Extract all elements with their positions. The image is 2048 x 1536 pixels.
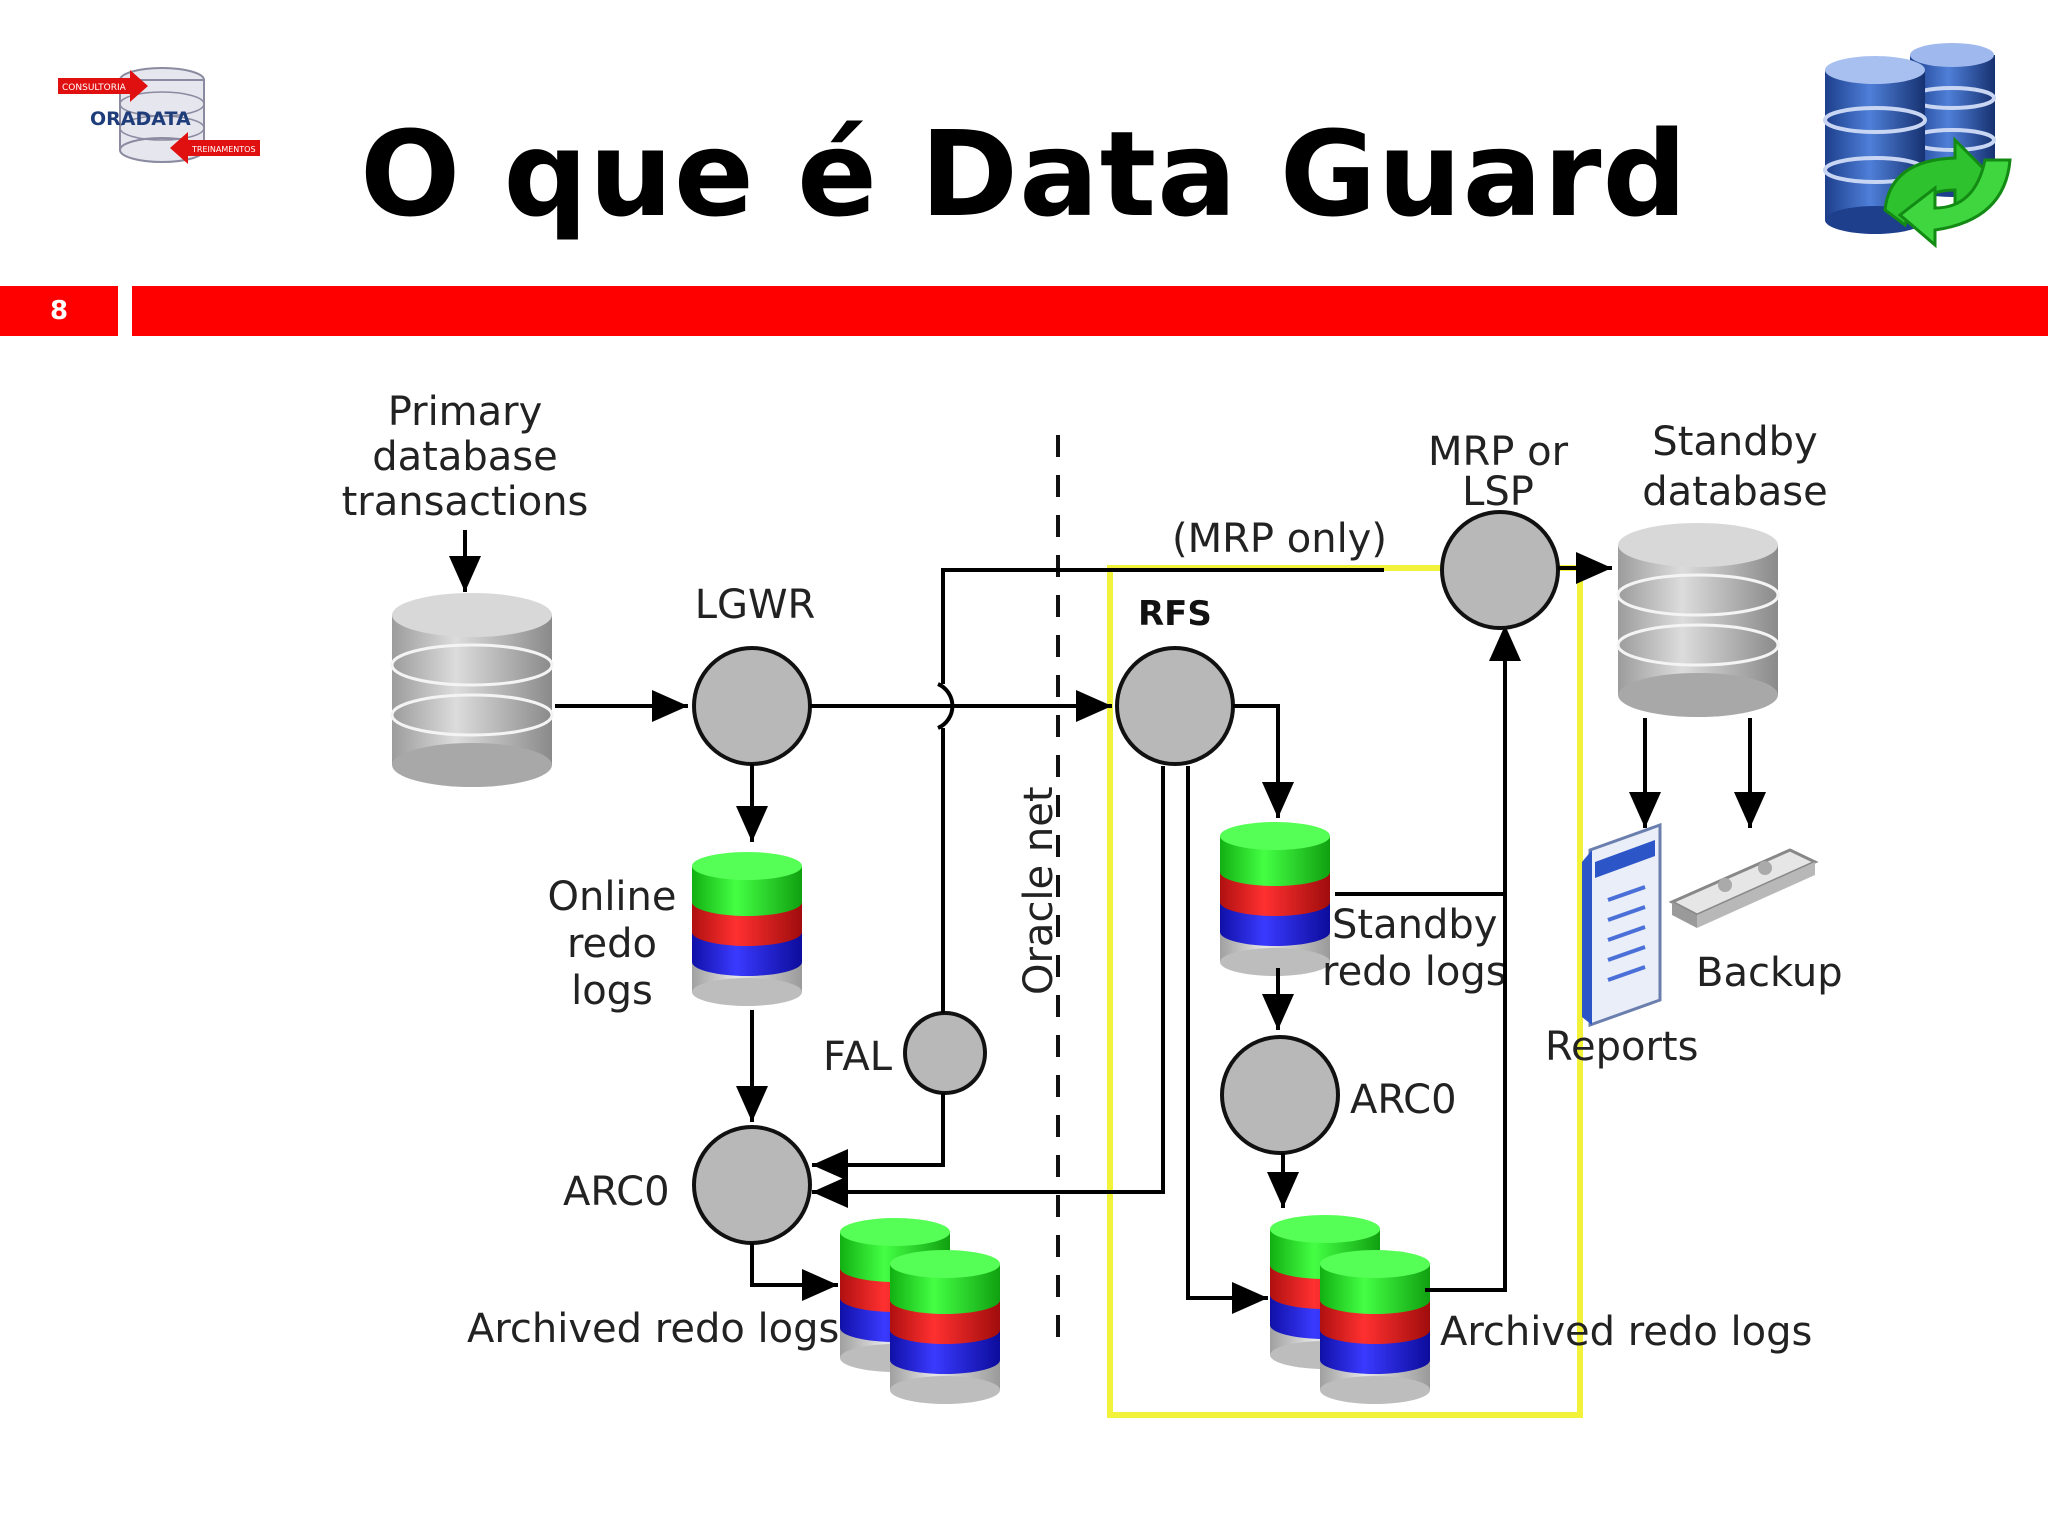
- standby-redo-logs-icon: [1220, 822, 1330, 976]
- online-redo-label-2: redo: [567, 921, 657, 967]
- reports-icon: [1582, 822, 1662, 1028]
- oradata-logo: CONSULTORIA ORADATA TREINAMENTOS: [58, 67, 260, 164]
- archived-primary-label: Archived redo logs: [467, 1306, 839, 1352]
- page-number: 8: [49, 296, 69, 326]
- primary-transactions-label-3: transactions: [342, 479, 589, 525]
- reports-label: Reports: [1545, 1024, 1698, 1070]
- standby-redo-label-1: Standby: [1332, 902, 1497, 948]
- standby-db-label-2: database: [1642, 469, 1827, 515]
- logo-text-treinamentos: TREINAMENTOS: [191, 145, 256, 154]
- online-redo-label-1: Online: [547, 874, 676, 920]
- backup-tape-icon: [1668, 848, 1819, 928]
- archived-standby-label: Archived redo logs: [1440, 1309, 1812, 1355]
- arc0-standby-process-node: [1220, 1035, 1340, 1155]
- lgwr-label: LGWR: [695, 582, 816, 628]
- mrp-lsp-label-1: MRP or: [1428, 429, 1569, 475]
- fal-label: FAL: [823, 1034, 893, 1080]
- standby-database-icon: [1616, 521, 1780, 719]
- rfs-label: RFS: [1138, 594, 1212, 634]
- archived-primary-log-2-icon: [890, 1250, 1000, 1404]
- online-redo-label-3: logs: [571, 968, 653, 1014]
- primary-transactions-label-1: Primary: [388, 389, 543, 435]
- rfs-process-node: [1115, 646, 1235, 766]
- page-number-bar: [0, 286, 118, 336]
- title-underline-bar: [132, 286, 2048, 336]
- standby-redo-label-2: redo logs: [1322, 949, 1507, 995]
- mrp-lsp-label-2: LSP: [1462, 469, 1534, 515]
- online-redo-logs-icon: [692, 852, 802, 1006]
- page-title: O que é Data Guard: [360, 105, 1688, 243]
- logo-text-consultoria: CONSULTORIA: [62, 83, 127, 93]
- logo-text-oradata: ORADATA: [90, 108, 191, 130]
- primary-database-icon: [390, 591, 554, 789]
- archived-standby-log-2-icon: [1320, 1250, 1430, 1404]
- mrp-lsp-process-node: [1440, 510, 1560, 630]
- lgwr-process-node: [692, 646, 812, 766]
- arc0-primary-process-node: [692, 1125, 812, 1245]
- oracle-net-label: Oracle net: [1016, 786, 1062, 995]
- primary-transactions-label-2: database: [372, 434, 557, 480]
- mrp-only-label: (MRP only): [1172, 516, 1387, 562]
- arc0-standby-label: ARC0: [1350, 1077, 1457, 1123]
- database-sync-icon: [1823, 43, 2012, 249]
- fal-process-node: [903, 1011, 987, 1095]
- arc0-primary-label: ARC0: [563, 1169, 670, 1215]
- backup-label: Backup: [1696, 950, 1843, 996]
- standby-db-label-1: Standby: [1652, 419, 1817, 465]
